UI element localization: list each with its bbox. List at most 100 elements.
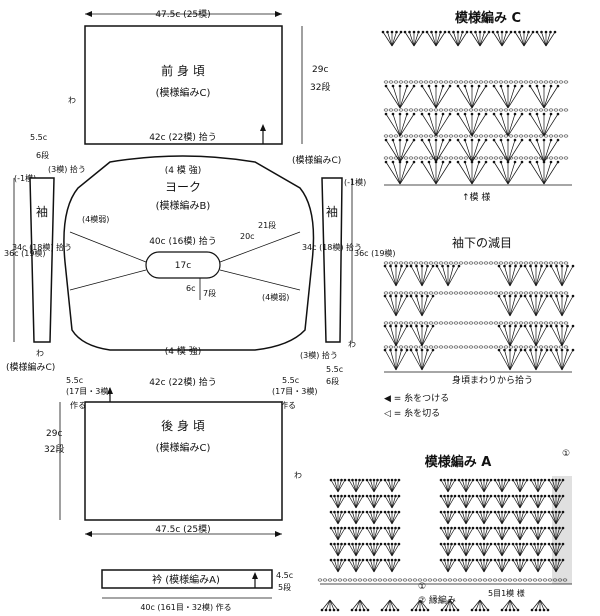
back-height-cm: 29c — [46, 429, 62, 439]
chart-a-fan-left — [365, 558, 383, 573]
chart-c-chain-row — [383, 108, 569, 112]
chart-a-fan-right — [475, 558, 493, 573]
decrease-fan-right — [523, 294, 549, 317]
decrease-fan-right — [549, 348, 575, 371]
decrease-fan-left — [383, 294, 409, 317]
chart-a-fan-right — [547, 558, 565, 573]
chart-a-legend-2: ② 縁編み — [418, 594, 456, 606]
chart-a-fan-right — [439, 542, 457, 557]
chart-a-fan-right — [547, 478, 565, 493]
chart-a-fan-left — [329, 494, 347, 509]
back-body-title: 後 身 頃 — [161, 418, 205, 433]
chart-c-title: 模様編み C — [455, 10, 521, 26]
chart-a-fan-left — [347, 526, 365, 541]
chart-c-chain-row — [383, 80, 569, 84]
chart-a-fan-right — [493, 494, 511, 509]
chart-c-fan-top — [491, 30, 513, 47]
chart-a-fan-right — [457, 542, 475, 557]
stitch-chart-c: 模様編み C ↑模 様 — [381, 10, 572, 203]
decrease-chain-row — [383, 345, 569, 349]
right-sleeve-decrease: (-1模) — [344, 177, 366, 187]
yoke-top-label: (4 模 強) — [165, 164, 201, 176]
left-sleeve-title: 袖 — [36, 204, 48, 219]
back-height-rows: 32段 — [44, 443, 64, 455]
chart-a-fan-left — [383, 510, 401, 525]
chart-a-fan-left — [347, 478, 365, 493]
chart-c-fan — [420, 84, 452, 109]
chart-a-fan-right — [547, 510, 565, 525]
back-left-make: 5.5c — [66, 376, 83, 385]
decrease-chain-row — [383, 291, 569, 295]
chart-c-fan — [456, 138, 488, 163]
chart-a-stitch-rows — [317, 478, 568, 612]
chart-a-fan-right — [493, 510, 511, 525]
stitch-chart-a: 模様編み A ① ② 縁編み 5目1模 様 ① — [317, 449, 572, 612]
front-body-piece: 47.5c (25模) 前 身 頃 (模様編みC) 42c (22模) 拾う 2… — [68, 9, 330, 145]
decrease-fan-left — [409, 294, 435, 317]
right-sleeve-pattern: (模様編みC) — [292, 154, 341, 166]
yoke-depth-rows: 7段 — [203, 288, 216, 298]
decrease-fan-left — [409, 264, 435, 287]
chart-a-fan-left — [365, 526, 383, 541]
chart-c-fan-top — [425, 30, 447, 47]
sleeve-decrease-chart: 袖下の減目 身頃まわりから拾う ◀ = 糸をつける ◁ = 糸を切る — [383, 235, 575, 419]
chart-a-edge-fan — [320, 599, 340, 612]
right-sleeve-piece: (模様編みC) (-1模) 袖 34c (18模) 拾う 36c (19模) わ… — [292, 154, 396, 386]
right-sleeve-width-bottom: 5.5c — [326, 365, 343, 374]
chart-c-fan — [528, 84, 560, 109]
chart-a-fan-right — [439, 510, 457, 525]
collar-title: 衿 (模様編みA) — [152, 573, 220, 586]
chart-a-edge-fan — [530, 599, 550, 612]
yoke-subtitle: (模様編みB) — [156, 199, 211, 212]
chart-c-fan — [456, 112, 488, 137]
collar-height-cm: 4.5c — [276, 571, 293, 580]
left-sleeve-piece: 5.5c 6段 (3模) 拾う (-1模) 袖 34c (18模) 拾う 36c… — [4, 133, 86, 373]
back-left-make-word: 作る — [70, 400, 86, 410]
chart-c-fan — [492, 84, 524, 109]
chart-a-fan-right — [457, 478, 475, 493]
chart-a-fan-right — [475, 542, 493, 557]
chart-a-fan-right — [457, 526, 475, 541]
left-sleeve-decrease: (-1模) — [14, 173, 36, 183]
chart-c-fan — [456, 84, 488, 109]
chart-a-fan-right — [511, 494, 529, 509]
sleeve-decrease-footer: 身頃まわりから拾う — [452, 374, 533, 386]
chart-a-fan-right — [439, 478, 457, 493]
chart-a-title: 模様編み A — [425, 454, 492, 470]
chart-a-edge-fan — [500, 599, 520, 612]
yoke-side-rows: 21段 — [258, 220, 276, 230]
yoke-pickup: 40c (16模) 拾う — [149, 235, 217, 247]
legend-attach-yarn: ◀ = 糸をつける — [384, 392, 449, 404]
yoke-piece: (4 模 強) ヨーク (模様編みB) 40c (16模) 拾う 17c (4模… — [63, 155, 315, 357]
chart-a-fan-right — [493, 558, 511, 573]
decrease-fan-right — [549, 324, 575, 347]
decrease-fan-left — [383, 348, 409, 371]
sleeve-decrease-title: 袖下の減目 — [452, 235, 512, 250]
chart-a-edge-fan — [440, 599, 460, 612]
chart-c-fan-top — [381, 30, 403, 47]
left-sleeve-pattern: (模様編みC) — [6, 361, 55, 373]
right-sleeve-outline — [321, 177, 343, 343]
chart-c-fan — [420, 138, 452, 163]
chart-a-fan-left — [383, 478, 401, 493]
chart-a-fan-right — [457, 494, 475, 509]
chart-a-fan-left — [365, 542, 383, 557]
chart-a-fan-right — [511, 526, 529, 541]
chart-c-fan-top — [513, 30, 535, 47]
chart-a-row-mark: ① — [562, 449, 570, 459]
chart-a-fan-right — [475, 478, 493, 493]
chart-c-stitch-rows — [381, 30, 569, 185]
chart-a-fan-left — [347, 494, 365, 509]
chart-a-edge-fan — [380, 599, 400, 612]
decrease-fan-right — [497, 264, 523, 287]
left-sleeve-width-top: 5.5c — [30, 133, 47, 142]
chart-a-fan-right — [529, 510, 547, 525]
legend-cut-yarn: ◁ = 糸を切る — [384, 407, 440, 419]
collar-outline — [101, 569, 273, 589]
chart-c-fan — [384, 84, 416, 109]
chart-a-fan-right — [511, 510, 529, 525]
chart-a-fan-right — [439, 526, 457, 541]
chart-a-fan-right — [511, 478, 529, 493]
